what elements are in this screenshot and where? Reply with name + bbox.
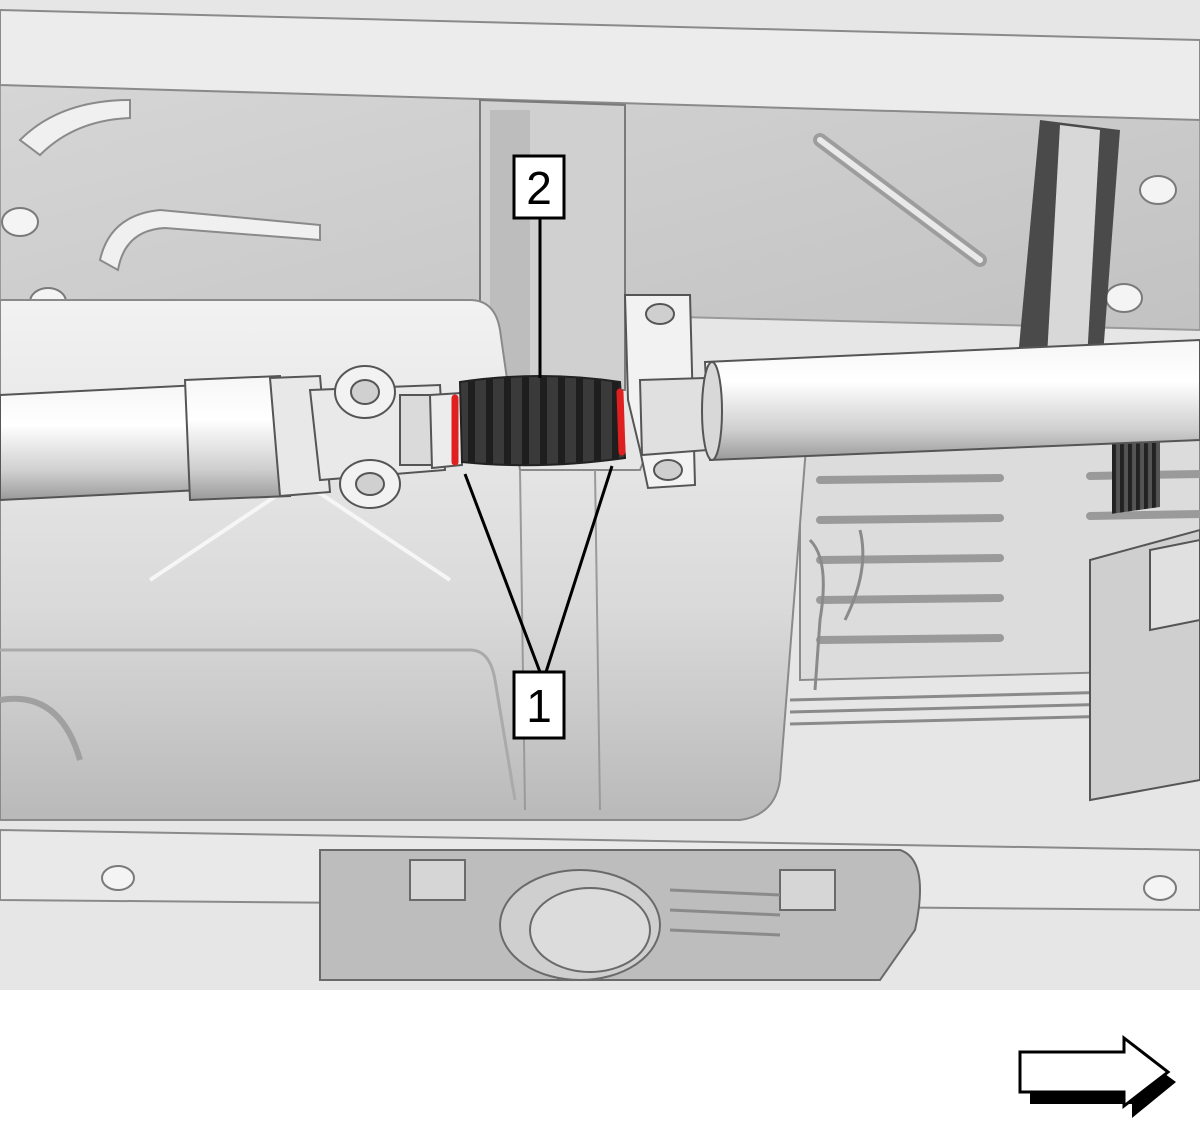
- rear-differential: [319, 849, 921, 981]
- center-bearing: [623, 294, 710, 490]
- callout-1-label: 1: [526, 680, 552, 732]
- universal-joint: [308, 365, 447, 509]
- vehicle-underbody: [0, 0, 1200, 990]
- boot-clamp-rear: [616, 388, 626, 456]
- callout-2: 2: [512, 154, 566, 378]
- boot-clamps: [451, 388, 626, 466]
- callout-1-leader-rear: [544, 465, 614, 673]
- callout-2-box: [512, 154, 566, 220]
- callout-2-label: 2: [526, 162, 552, 214]
- callout-1: 1: [463, 465, 614, 740]
- callout-1-leader-front: [463, 473, 542, 673]
- forward-arrow-icon: [1018, 1034, 1176, 1118]
- callout-1-box: [512, 670, 566, 740]
- propeller-shaft: [0, 294, 1200, 509]
- shaft-boot: [458, 375, 627, 467]
